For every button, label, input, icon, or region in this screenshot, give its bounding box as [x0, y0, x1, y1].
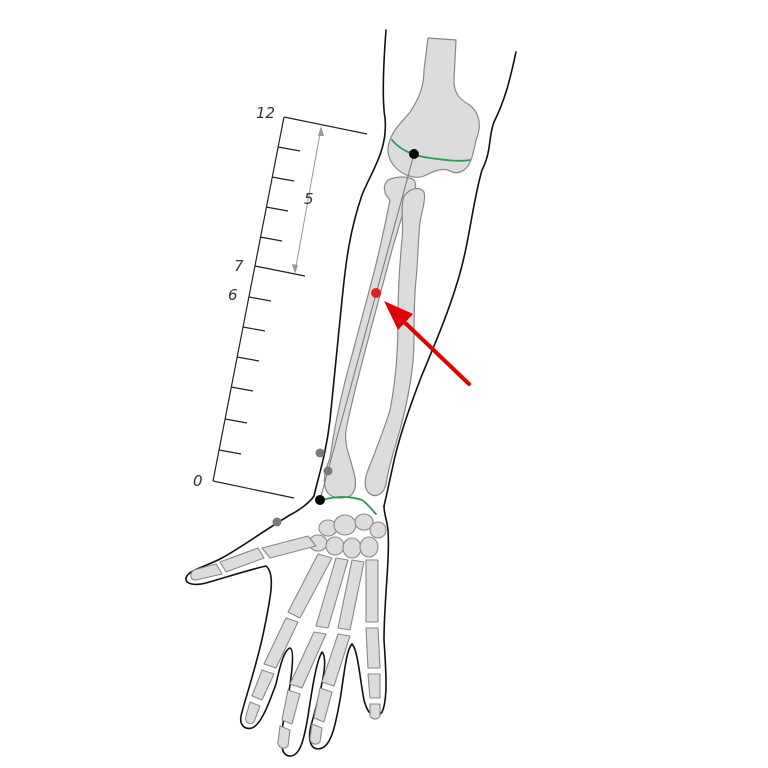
little-proximal-phalanx: [365, 627, 381, 669]
ring-distal-phalanx: [309, 723, 323, 745]
arm-outline: [185, 29, 517, 757]
middle-distal-phalanx: [277, 725, 291, 749]
scale-tick-7: [254, 265, 306, 277]
wrist-crease-line: [321, 496, 377, 515]
ring-middle-phalanx: [313, 687, 333, 723]
ring-metacarpal: [337, 559, 365, 631]
carpal-trapezoid: [325, 536, 345, 556]
highlighted-acupoint: [371, 288, 381, 298]
secondary-point-thumb: [272, 517, 282, 527]
scale-tick: [224, 418, 248, 424]
humerus: [387, 37, 480, 178]
elbow-crease-line: [391, 139, 471, 162]
scale-tick: [236, 356, 260, 362]
index-finger-bones: [245, 553, 333, 725]
forearm-bones: [323, 176, 426, 499]
scale-tick: [277, 146, 301, 152]
span-arrow-line: [294, 127, 322, 273]
scale-tick: [259, 236, 283, 242]
scale-bottom-line: [212, 480, 295, 499]
elbow-landmark-point: [409, 149, 419, 159]
thumb-distal-phalanx: [190, 563, 223, 581]
secondary-point-upper: [315, 448, 325, 458]
span-arrow-head-top: [318, 126, 324, 136]
scale-label-7: 7: [234, 257, 244, 275]
span-arrow-head-bottom: [292, 264, 298, 274]
middle-finger-bones: [277, 557, 349, 749]
middle-proximal-phalanx: [289, 631, 327, 689]
scale-span-label: 5: [304, 190, 314, 208]
carpal-pisiform: [369, 521, 387, 539]
scale-tick: [230, 386, 254, 392]
carpal-capitate: [342, 537, 362, 559]
little-metacarpal: [365, 559, 379, 623]
humerus-shaft: [387, 37, 480, 178]
scale-label-6: 6: [228, 286, 238, 304]
arm-outline-left: [185, 29, 390, 757]
pointer-arrow-shaft: [397, 315, 471, 386]
carpal-triquetrum: [354, 513, 374, 531]
scale-tick: [242, 326, 266, 332]
secondary-point-lower: [323, 466, 333, 476]
scale-tick: [218, 449, 242, 455]
little-finger-bones: [365, 559, 381, 720]
pointer-arrow-head: [384, 301, 413, 330]
scale-label-0: 0: [193, 472, 203, 490]
middle-middle-phalanx: [281, 689, 301, 725]
scale-label-12: 12: [256, 104, 275, 122]
carpal-bones: [308, 513, 387, 559]
index-middle-phalanx: [251, 669, 275, 701]
scale-tick: [271, 176, 295, 182]
thumb-bones: [190, 535, 317, 581]
scale-tick: [265, 206, 289, 212]
scale-tick: [248, 296, 272, 302]
reference-line: [319, 153, 415, 501]
measuring-scale: [212, 116, 368, 499]
ring-proximal-phalanx: [321, 633, 351, 687]
index-proximal-phalanx: [263, 617, 299, 669]
little-middle-phalanx: [367, 673, 381, 699]
hand-bones: [190, 513, 387, 749]
arm-outline-right: [383, 51, 517, 507]
scale-span-arrow: [292, 126, 324, 274]
ring-finger-bones: [309, 559, 365, 745]
carpal-hamate: [359, 536, 379, 558]
wrist-landmark-point: [315, 495, 325, 505]
little-distal-phalanx: [369, 703, 381, 720]
pointer-arrow: [384, 301, 471, 386]
index-distal-phalanx: [245, 701, 261, 725]
scale-top-line: [283, 116, 368, 135]
joint-lines: [321, 139, 471, 515]
carpal-lunate: [333, 514, 357, 536]
thumb-proximal-phalanx: [219, 547, 265, 573]
scale-vertical-line: [212, 116, 285, 482]
points: [272, 149, 419, 527]
middle-metacarpal: [315, 557, 349, 629]
index-metacarpal: [287, 553, 333, 619]
thumb-metacarpal: [261, 535, 317, 559]
